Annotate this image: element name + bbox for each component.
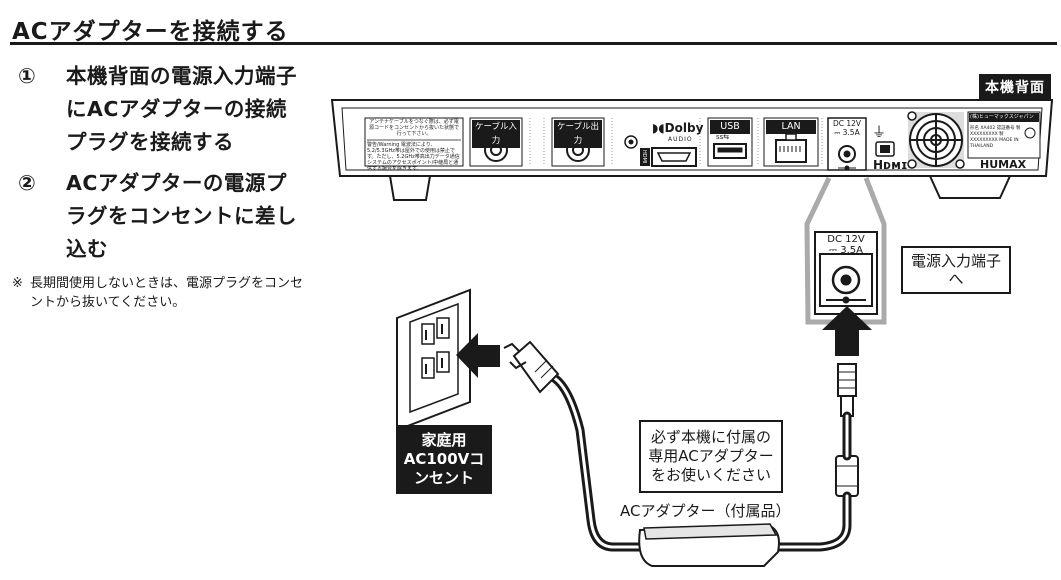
device-warning-text: 警告/Warning 電波法により、5.2/5.3GHz帯は屋外での使用は禁止で… (367, 142, 460, 172)
adapter-notice: 必ず本機に付属の専用ACアダプターをお使いください (639, 420, 783, 493)
dc-plug (837, 363, 857, 417)
adapter-caption: ACアダプター（付属品） (620, 502, 791, 520)
step-text: 本機背面の電源入力端子にACアダプターの接続プラグを接続する (66, 64, 297, 154)
ferrite-core (835, 455, 859, 497)
dc-power-port (827, 117, 867, 171)
usb-sub-label: ss⇆ (716, 133, 730, 141)
dc-label-voltage: DC 12V (832, 119, 862, 128)
insert-arrow-up-icon (822, 306, 872, 356)
note: ※ 長期間使用しないときは、電源プラグをコンセントから抜いてください。 (12, 274, 312, 312)
outlet-label: 家庭用AC100Vコンセント (396, 425, 492, 494)
step-number: ① (18, 64, 36, 88)
ac-plug (503, 340, 560, 394)
usb-label: USB (710, 120, 750, 134)
insert-arrow-left-icon (456, 333, 500, 378)
hdmi-tag (640, 148, 650, 166)
cable-out-label: ケーブル出力 (554, 120, 602, 148)
dolby-mark-icon: ◗◖ (652, 121, 665, 135)
steps-list: ① 本機背面の電源入力端子にACアダプターの接続プラグを接続する ② ACアダプ… (18, 60, 318, 274)
note-text: 長期間使用しないときは、電源プラグをコンセントから抜いてください。 (30, 276, 304, 310)
dolby-logo: ◗◖Dolby (652, 121, 703, 135)
dc-port-zoom (814, 231, 878, 315)
hdmi-port-label: HDMI (641, 150, 647, 164)
page-title: ACアダプターを接続する (12, 19, 289, 45)
humax-logo: HUMAX (980, 158, 1027, 171)
dc-label-current: ⎓ 3.5A (834, 128, 860, 137)
ac-adapter (638, 523, 780, 567)
wall-outlet (396, 288, 471, 432)
dc-port-label: DC 12V ⎓ 3.5A (830, 119, 864, 137)
title-rule (10, 42, 1057, 45)
step-number: ② (18, 171, 36, 195)
maker-label: (株)ヒューマックスジャパン (970, 114, 1034, 120)
step-2: ② ACアダプターの電源プラグをコンセントに差し込む (18, 167, 318, 266)
hdmi-port (651, 147, 697, 167)
zoom-dc-current: ⎓ 3.5A (829, 245, 863, 256)
fan-grill-icon (908, 112, 964, 168)
dolby-text: Dolby (664, 121, 704, 135)
step-1: ① 本機背面の電源入力端子にACアダプターの接続プラグを接続する (18, 60, 318, 159)
lan-label: LAN (766, 120, 816, 134)
rear-panel-badge: 本機背面 (979, 74, 1051, 100)
cable-in-label: ケーブル入力 (472, 120, 520, 148)
device-notice-text: アンテナケーブルをつなぐ際は、必ず電源コードをコンセントから抜いた状態で行って下… (368, 119, 459, 137)
zoom-dc-voltage: DC 12V (827, 234, 865, 245)
model-info: 形名 XA402 認証番号 製 XXXXXXXXX 製 XXXXXXXXX MA… (970, 126, 1021, 149)
step-text: ACアダプターの電源プラグをコンセントに差し込む (66, 171, 297, 261)
power-input-callout: 電源入力端子へ (901, 246, 1011, 294)
device-notice-panel (364, 117, 464, 167)
ground-icon: ⏚ (872, 125, 886, 141)
dolby-sub-text: AUDIO (668, 136, 693, 143)
hdmi-logo: Hᴅᴍɪ (873, 158, 908, 172)
note-mark: ※ (12, 276, 23, 291)
zoom-dc-label: DC 12V ⎓ 3.5A (816, 234, 876, 256)
